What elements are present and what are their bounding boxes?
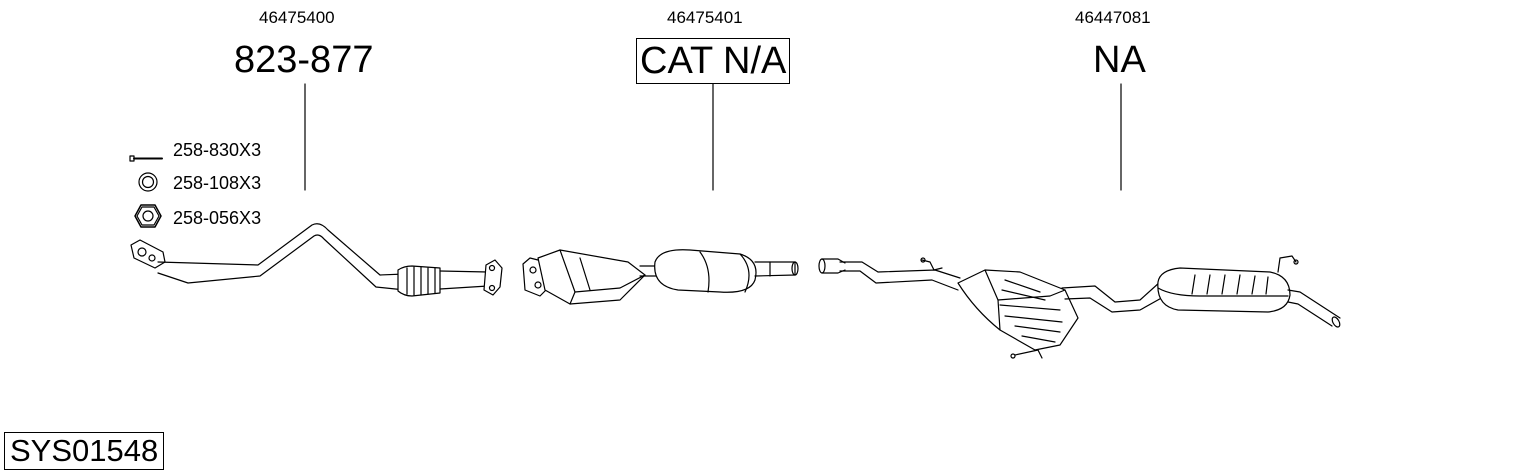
connector-pipe	[1061, 281, 1166, 313]
hardware-label-nut: 258-056X3	[173, 208, 262, 228]
part-reference: NA	[1093, 39, 1146, 81]
rear-muffler	[1157, 255, 1341, 328]
hardware-label-bolt: 258-830X3	[173, 140, 262, 160]
hardware-label-washer: 258-108X3	[173, 173, 262, 193]
rear-pipe	[818, 257, 961, 291]
part-oe-number: 46475401	[667, 8, 743, 27]
washer-icon	[138, 172, 158, 192]
catalytic-converter	[522, 249, 671, 305]
rear-center-muffler	[957, 269, 1079, 359]
bolt-icon	[129, 155, 163, 162]
part-oe-number: 46447081	[1075, 8, 1151, 27]
system-code: SYS01548	[4, 432, 165, 470]
middle-muffler	[654, 249, 799, 293]
part-reference-boxed: CAT N/A	[636, 38, 791, 84]
nut-icon	[134, 204, 162, 228]
front-pipe	[130, 223, 503, 297]
part-oe-number: 46475400	[259, 8, 335, 27]
part-reference: 823-877	[234, 39, 374, 81]
